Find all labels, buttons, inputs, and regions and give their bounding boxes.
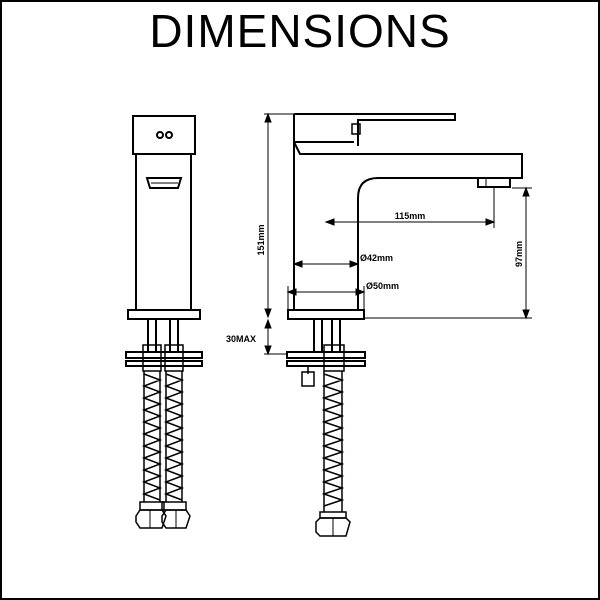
- front-hoses: [143, 371, 183, 502]
- label-spout-height: 97mm: [514, 241, 524, 267]
- side-aerator: [477, 177, 511, 188]
- front-hose-coil-right: [163, 373, 185, 501]
- side-body-spout: [293, 141, 523, 310]
- side-hex-nut: [315, 517, 351, 537]
- front-hose-coil-left: [141, 373, 163, 501]
- front-washer: [125, 360, 203, 367]
- label-body-diameter: Ø42mm: [360, 253, 393, 263]
- front-handle: [132, 115, 196, 155]
- side-rod-nut: [301, 371, 315, 387]
- front-view: [125, 115, 203, 529]
- front-hex-nut-left: [135, 509, 167, 529]
- side-view: [286, 113, 523, 537]
- front-mount-plate: [125, 351, 203, 359]
- front-aerator: [145, 177, 183, 189]
- label-max-deck: 30MAX: [226, 334, 256, 344]
- label-height-total: 151mm: [256, 224, 266, 255]
- side-mount-plate: [286, 351, 366, 359]
- label-spout-reach: 115mm: [395, 211, 426, 221]
- side-hose-coil: [321, 373, 345, 507]
- front-base: [127, 309, 201, 320]
- front-hex-nut-right: [161, 509, 191, 529]
- page-title: DIMENSIONS: [149, 5, 451, 57]
- dimension-lines: [264, 112, 532, 356]
- side-washer: [286, 360, 366, 367]
- label-base-diameter: Ø50mm: [366, 281, 399, 291]
- side-base: [287, 309, 365, 320]
- front-indicator-dot-right: [165, 131, 173, 139]
- side-lever: [294, 113, 456, 146]
- front-indicator-dot-left: [156, 131, 164, 139]
